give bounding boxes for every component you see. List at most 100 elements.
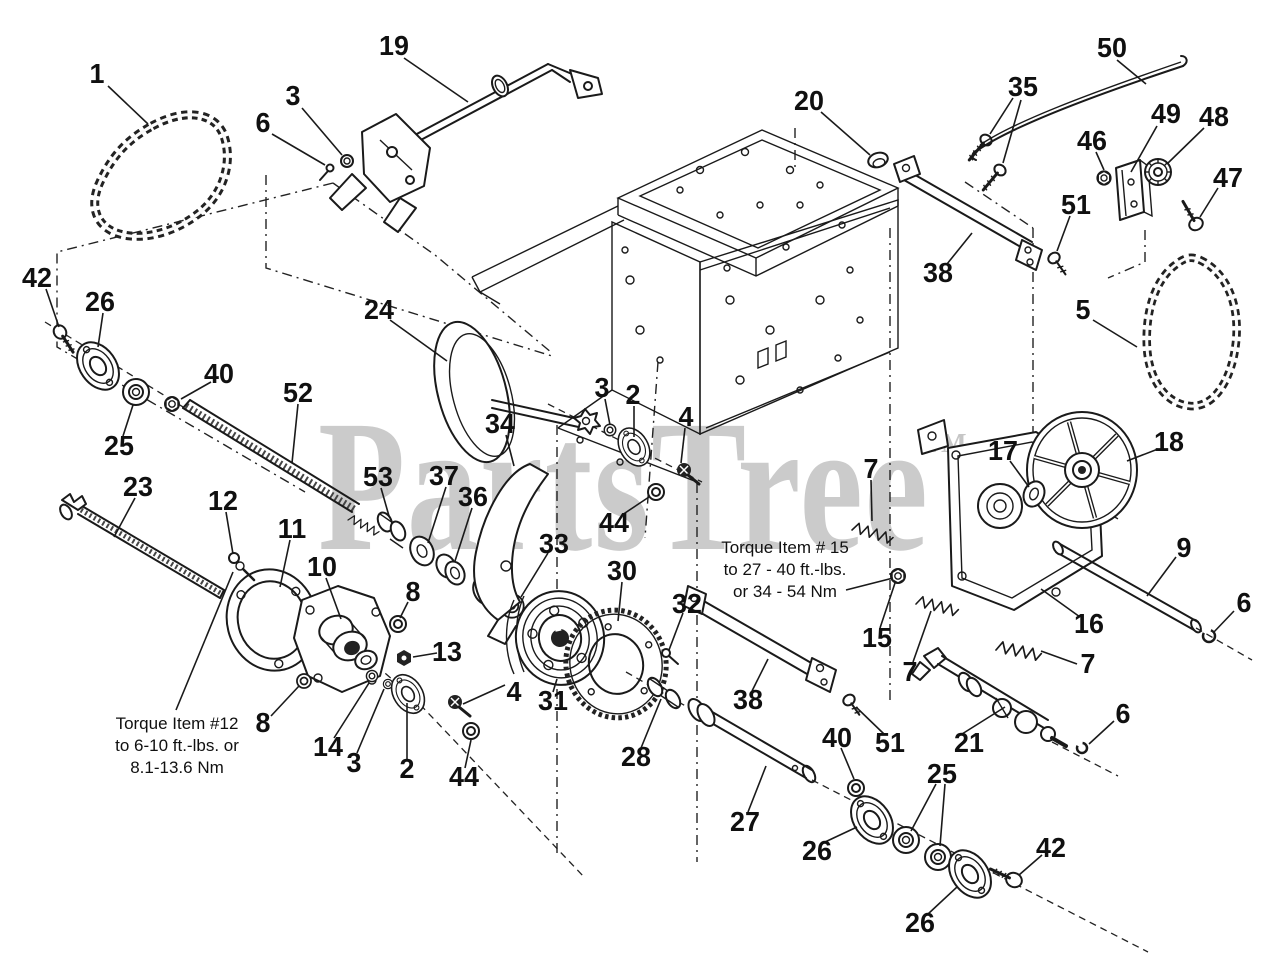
part-label-38: 38	[733, 684, 763, 715]
part-label-4: 4	[506, 676, 522, 707]
part-label-26: 26	[802, 835, 832, 866]
part-label-31: 31	[538, 685, 568, 716]
wheel-18	[1022, 411, 1138, 529]
part-label-9: 9	[1176, 532, 1192, 563]
part-label-32: 32	[672, 588, 702, 619]
part-label-7: 7	[902, 656, 918, 687]
part-label-1: 1	[89, 58, 105, 89]
part-label-17: 17	[988, 435, 1018, 466]
bolt-4c	[448, 695, 472, 718]
part-label-48: 48	[1199, 101, 1229, 132]
bolt-42b	[988, 867, 1023, 889]
drive-chain-1	[90, 110, 232, 241]
spacer-28	[646, 676, 682, 710]
torque-note-line: or 34 - 54 Nm	[733, 582, 837, 601]
part-label-44: 44	[449, 761, 479, 792]
screw-42a	[52, 324, 75, 354]
part-label-24: 24	[364, 294, 394, 325]
part-label-33: 33	[539, 528, 569, 559]
part-label-8: 8	[255, 707, 271, 738]
part-label-2: 2	[625, 379, 641, 410]
clip-6b	[1201, 628, 1217, 644]
part-label-51: 51	[875, 727, 905, 758]
part-label-2: 2	[399, 753, 415, 784]
torque-note-0: Torque Item #12 to 6-10 ft.-lbs. or 8.1-…	[115, 713, 239, 779]
torque-note-1: Torque Item # 15 to 27 - 40 ft.-lbs. or …	[721, 537, 849, 603]
part-label-53: 53	[363, 461, 393, 492]
part-label-46: 46	[1077, 125, 1107, 156]
part-label-25: 25	[927, 758, 957, 789]
part-label-6: 6	[1236, 587, 1252, 618]
part-label-36: 36	[458, 481, 488, 512]
part-label-49: 49	[1151, 98, 1181, 129]
bearing-hub-10	[293, 585, 480, 740]
knob-48	[1144, 158, 1172, 186]
part-label-35: 35	[1008, 71, 1038, 102]
part-label-27: 27	[730, 806, 760, 837]
part-label-16: 16	[1074, 608, 1104, 639]
clip-6c	[1075, 741, 1089, 755]
torque-note-line: Torque Item #12	[115, 714, 239, 733]
screw-12	[228, 552, 256, 582]
part-label-28: 28	[621, 741, 651, 772]
shaft-9	[1052, 540, 1217, 644]
part-label-23: 23	[123, 471, 153, 502]
idler-bracket-49	[1096, 158, 1204, 232]
torque-note-line: 8.1-13.6 Nm	[130, 758, 224, 777]
sprocket-30	[563, 607, 682, 721]
part-label-44: 44	[599, 507, 629, 538]
part-label-20: 20	[794, 85, 824, 116]
part-label-3: 3	[285, 80, 301, 111]
part-label-5: 5	[1075, 294, 1091, 325]
part-label-34: 34	[485, 408, 515, 439]
part-label-40: 40	[822, 722, 852, 753]
part-label-3: 3	[346, 747, 362, 778]
part-label-19: 19	[379, 30, 409, 61]
spacer-53	[376, 511, 407, 549]
part-label-25: 25	[104, 430, 134, 461]
part-label-51: 51	[1061, 189, 1091, 220]
shift-rod-19	[319, 63, 603, 233]
part-label-30: 30	[607, 555, 637, 586]
grommet-20	[867, 151, 889, 169]
part-label-15: 15	[862, 622, 892, 653]
part-label-18: 18	[1154, 426, 1184, 457]
part-label-38: 38	[923, 257, 953, 288]
part-label-37: 37	[429, 460, 459, 491]
axle-tube-27	[687, 698, 817, 784]
part-label-42: 42	[1036, 832, 1066, 863]
friction-disc-24	[433, 320, 701, 501]
torque-note-line: to 6-10 ft.-lbs. or	[115, 736, 239, 755]
hex-shaft-23	[59, 493, 225, 599]
part-label-50: 50	[1097, 32, 1127, 63]
drive-chain-5	[1142, 253, 1241, 411]
bolt-6a	[319, 163, 335, 181]
pulley-11	[225, 552, 319, 672]
part-label-4: 4	[678, 401, 694, 432]
link-bar-38-bottom	[683, 585, 861, 716]
part-label-42: 42	[22, 262, 52, 293]
part-label-21: 21	[954, 727, 984, 758]
bolt-51a	[1047, 251, 1067, 276]
part-label-3: 3	[594, 372, 610, 403]
part-label-26: 26	[85, 286, 115, 317]
bottom-bearing-train	[841, 779, 1023, 907]
part-label-8: 8	[405, 576, 421, 607]
part-label-14: 14	[313, 731, 343, 762]
part-label-7: 7	[1080, 648, 1096, 679]
part-label-12: 12	[208, 485, 238, 516]
chute-rod-50	[971, 55, 1188, 161]
sprocket-star	[573, 408, 601, 435]
left-bearing-train	[52, 324, 180, 412]
bolt-4b	[677, 463, 701, 486]
part-label-47: 47	[1213, 162, 1243, 193]
part-label-40: 40	[204, 358, 234, 389]
torque-note-line: Torque Item # 15	[721, 538, 849, 557]
part-label-26: 26	[905, 907, 935, 938]
part-label-6: 6	[255, 107, 271, 138]
part-label-13: 13	[432, 636, 462, 667]
part-label-6: 6	[1115, 698, 1131, 729]
screw-35b	[981, 163, 1007, 192]
